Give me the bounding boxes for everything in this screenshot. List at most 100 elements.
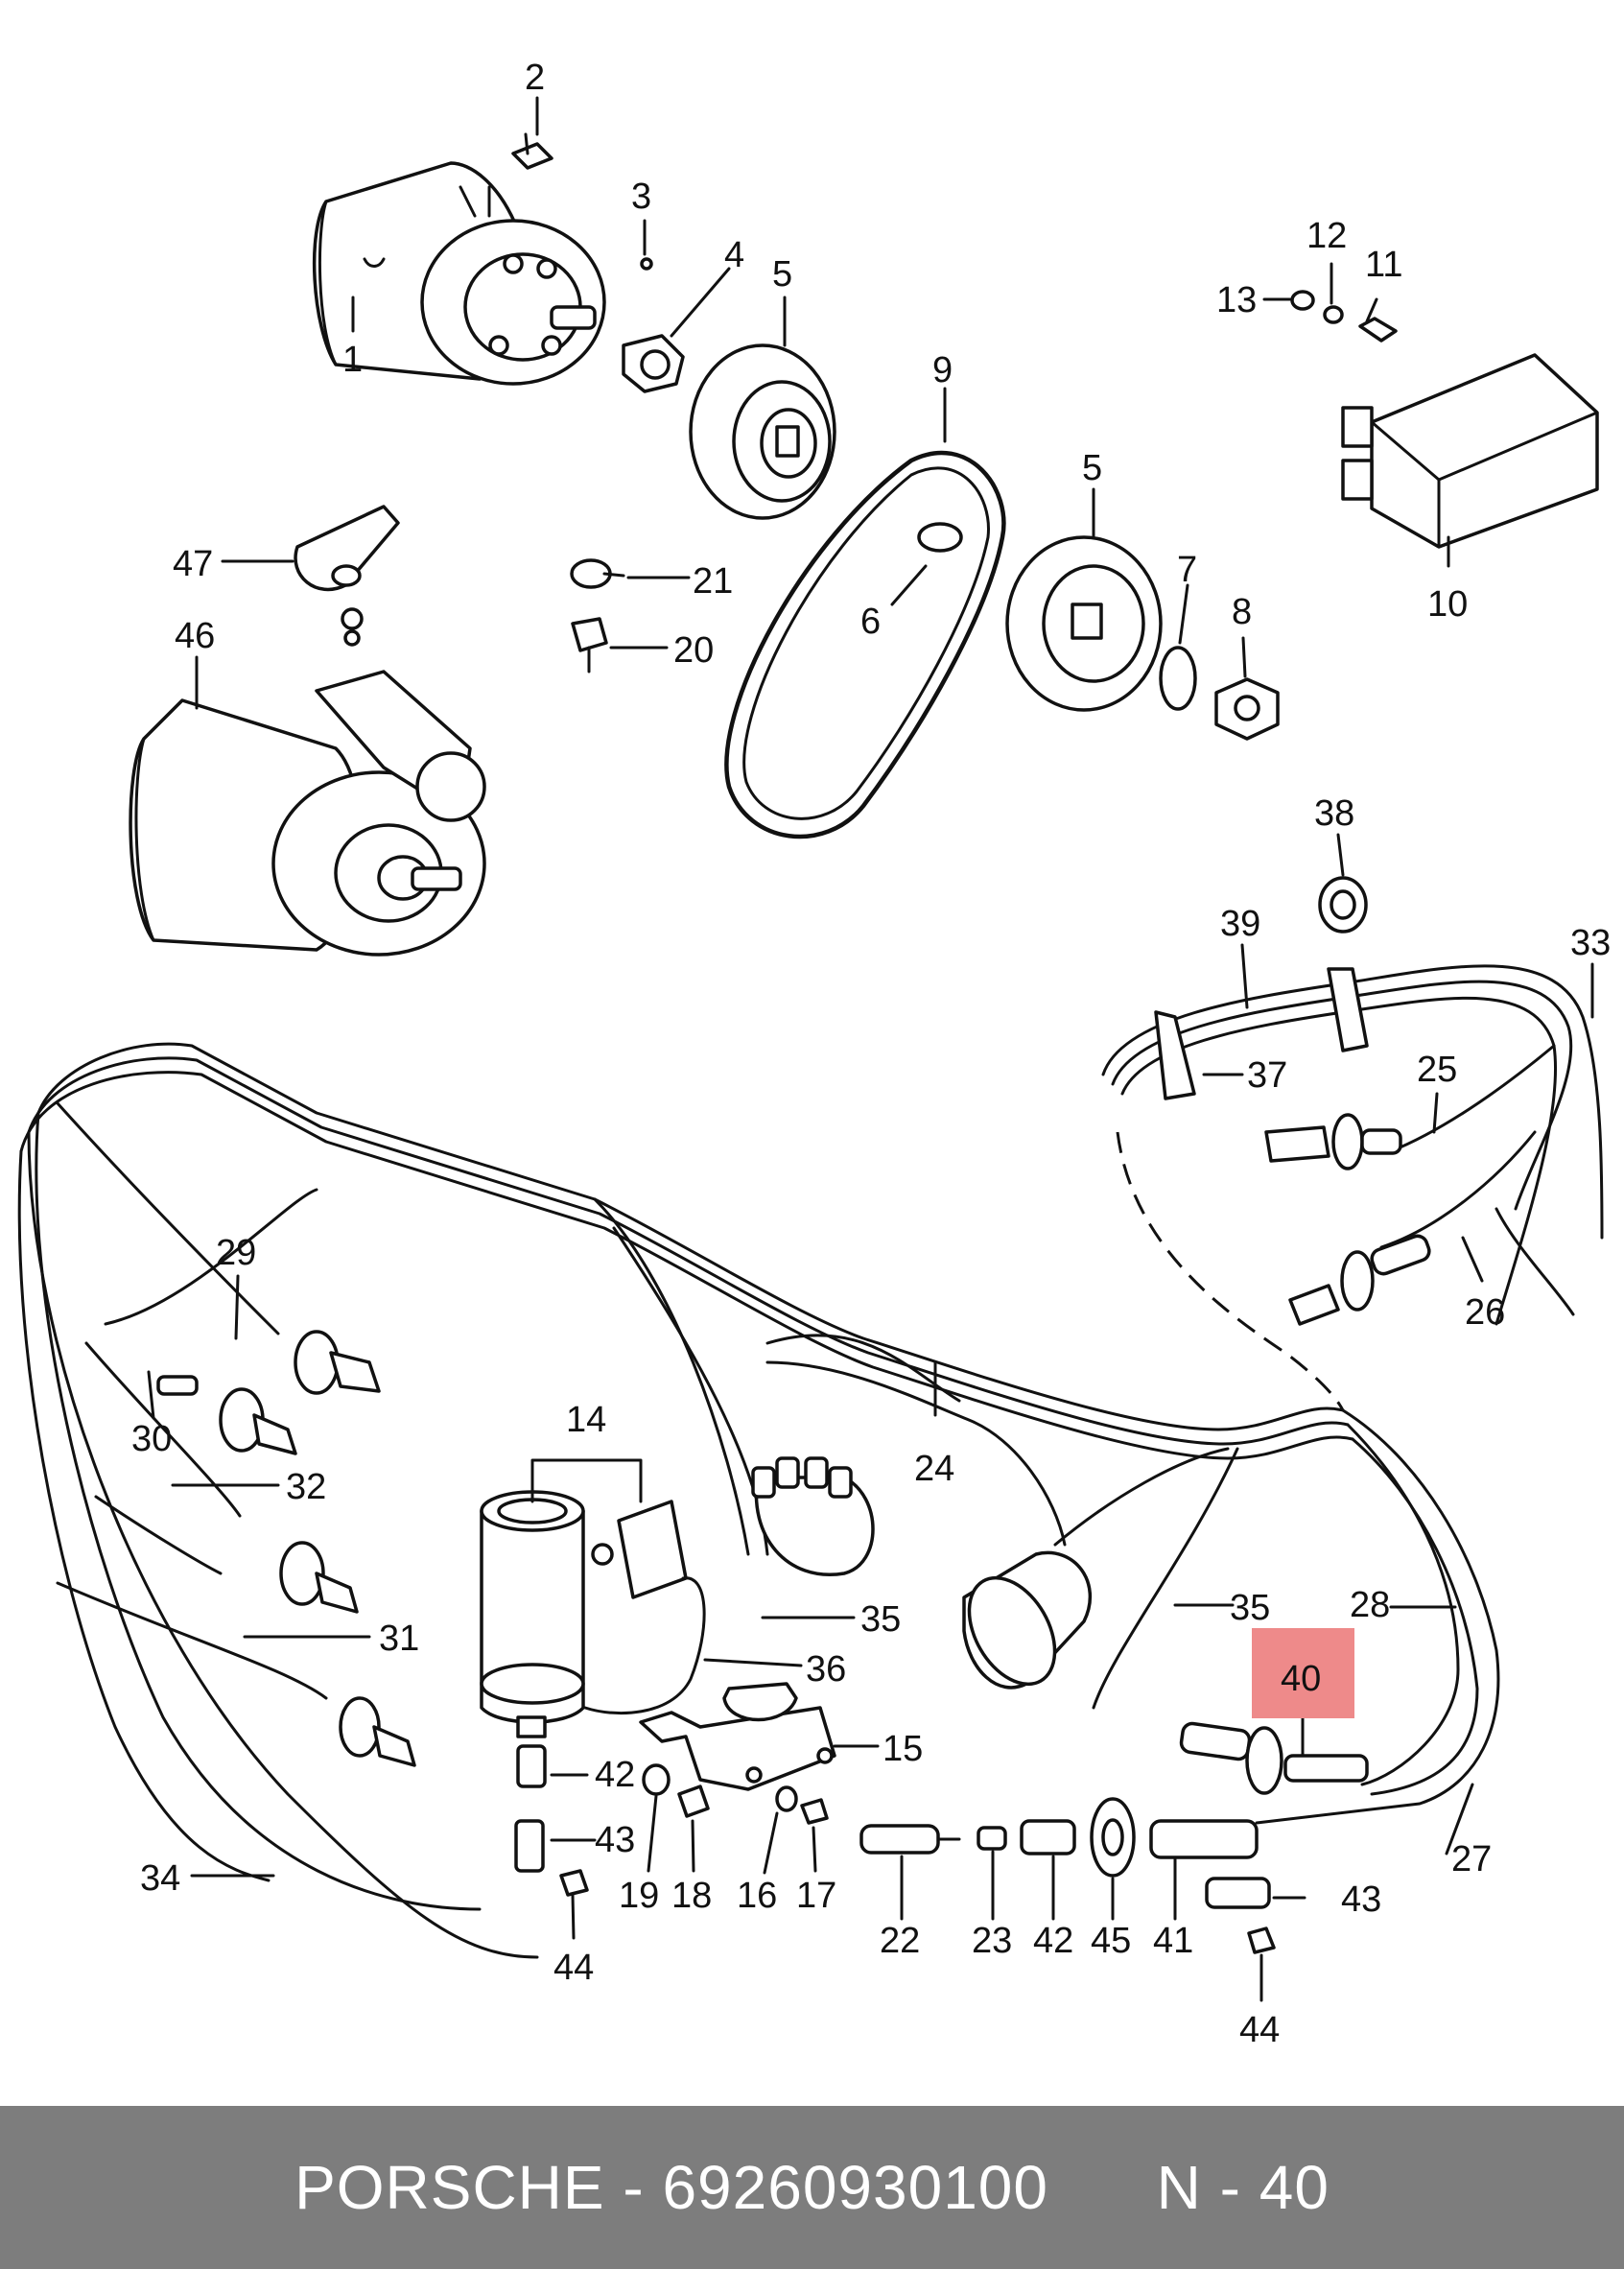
callout-11: 11 — [1365, 245, 1402, 285]
callout-7: 7 — [1177, 550, 1197, 590]
rubber-boot-part — [294, 505, 400, 647]
pulley-half-part-2 — [1005, 535, 1163, 712]
callout-26: 26 — [1465, 1292, 1505, 1333]
spark-plug-connector-26 — [1288, 1234, 1431, 1326]
callout-32: 32 — [286, 1467, 326, 1507]
upper-harness-part — [1101, 964, 1604, 1326]
pulley-half-part — [689, 343, 836, 520]
footer-brand: PORSCHE — [294, 2153, 605, 2222]
small-pin-part — [640, 257, 653, 271]
washer-19-part — [642, 1763, 671, 1796]
coil-bracket-part — [639, 1682, 836, 1791]
callout-19: 19 — [619, 1876, 659, 1916]
callout-28: 28 — [1350, 1585, 1390, 1625]
wiring-harness-part — [17, 1042, 1500, 1959]
callout-2: 2 — [525, 58, 545, 98]
callout-46: 46 — [175, 616, 215, 656]
footer-ref: N - 40 — [1156, 2153, 1330, 2222]
spark-plug-connector-40 — [1179, 1721, 1369, 1795]
nut-17-part — [800, 1798, 829, 1825]
callout-22: 22 — [880, 1921, 920, 1961]
callout-12: 12 — [1306, 216, 1347, 256]
connector-43-part — [514, 1819, 545, 1873]
callout-35b: 35 — [1230, 1588, 1270, 1628]
plug-connector-22 — [859, 1824, 961, 1855]
callout-24: 24 — [914, 1449, 954, 1489]
terminal-screw-part — [511, 132, 553, 170]
footer-part-number: 69260930100 — [662, 2153, 1048, 2222]
callout-44b: 44 — [1239, 2010, 1280, 2050]
ignition-coil-part — [480, 1490, 706, 1738]
callout-43a: 43 — [595, 1820, 635, 1860]
callout-35a: 35 — [860, 1599, 901, 1640]
nut-18-part — [677, 1784, 710, 1818]
callout-36: 36 — [806, 1649, 846, 1690]
hex-nut-part — [1214, 677, 1280, 741]
suppressor-42b-part — [1020, 1819, 1076, 1855]
connector-41-part — [1149, 1819, 1259, 1859]
callout-8: 8 — [1232, 592, 1252, 632]
callout-5b: 5 — [1082, 448, 1102, 488]
footer-bar: PORSCHE - 69260930100 N - 40 — [0, 2106, 1624, 2269]
callout-5a: 5 — [772, 254, 792, 295]
callout-44a: 44 — [553, 1948, 594, 1988]
washer-12-part — [1323, 305, 1344, 324]
spark-plug-connector-31 — [339, 1696, 416, 1767]
cap-45-part — [1090, 1797, 1136, 1878]
callout-23: 23 — [972, 1921, 1012, 1961]
callout-3: 3 — [631, 177, 651, 217]
callout-1: 1 — [342, 340, 363, 380]
callout-4: 4 — [724, 235, 744, 275]
footer-separator: - — [604, 2153, 663, 2222]
spark-plug-connector-32 — [279, 1541, 359, 1614]
callout-41: 41 — [1153, 1921, 1193, 1961]
spark-plug-connector-25 — [1264, 1113, 1402, 1170]
callout-20: 20 — [673, 630, 714, 671]
distributor-cap-part — [751, 1456, 875, 1576]
connector-43b-part — [1205, 1877, 1271, 1909]
generator-part — [312, 161, 606, 386]
callout-37: 37 — [1247, 1055, 1287, 1096]
callout-31: 31 — [379, 1619, 419, 1659]
callout-34: 34 — [140, 1858, 180, 1899]
clip-44-part — [559, 1869, 589, 1897]
callout-40: 40 — [1281, 1659, 1321, 1699]
callout-10: 10 — [1427, 584, 1468, 625]
callout-15: 15 — [883, 1729, 923, 1769]
spark-plug-connector-29 — [294, 1330, 381, 1395]
grommet-part — [1318, 876, 1368, 934]
callout-14: 14 — [566, 1400, 606, 1440]
highlight-box-40 — [1252, 1628, 1354, 1718]
callout-labels: 1 2 3 4 5 9 6 5 7 8 10 11 12 13 47 21 20… — [131, 58, 1611, 2050]
distributor-cap-large-part — [962, 1550, 1092, 1690]
callout-16: 16 — [737, 1876, 777, 1916]
callout-29: 29 — [216, 1233, 256, 1273]
suppressor-42-part — [516, 1744, 547, 1788]
callout-27: 27 — [1451, 1839, 1492, 1879]
callout-18: 18 — [671, 1876, 712, 1916]
callout-21: 21 — [693, 561, 733, 602]
callout-42b: 42 — [1033, 1921, 1073, 1961]
callout-13: 13 — [1216, 280, 1257, 320]
washer-13-part — [1290, 290, 1315, 311]
callout-39: 39 — [1220, 904, 1260, 944]
callout-38: 38 — [1314, 793, 1354, 834]
oil-pressure-sender-part — [570, 558, 625, 674]
callout-25: 25 — [1417, 1050, 1457, 1090]
callout-42a: 42 — [595, 1755, 635, 1795]
callout-33: 33 — [1570, 923, 1611, 963]
clip-44b-part — [1247, 1926, 1276, 1954]
callout-43b: 43 — [1341, 1879, 1381, 1920]
footer-gap — [1048, 2153, 1157, 2222]
callout-47: 47 — [173, 544, 213, 584]
leader-lines — [147, 96, 1594, 2002]
callout-30: 30 — [131, 1419, 172, 1459]
screw-11-part — [1358, 317, 1398, 343]
spark-plug-connector-30 — [156, 1375, 297, 1455]
voltage-regulator-part — [1341, 353, 1599, 549]
callout-17: 17 — [796, 1876, 836, 1916]
starter-motor-part — [129, 670, 486, 957]
washer-16-part — [775, 1785, 798, 1812]
exploded-parts-diagram: 1 2 3 4 5 9 6 5 7 8 10 11 12 13 47 21 20… — [17, 58, 1611, 2050]
callout-6: 6 — [860, 602, 881, 642]
